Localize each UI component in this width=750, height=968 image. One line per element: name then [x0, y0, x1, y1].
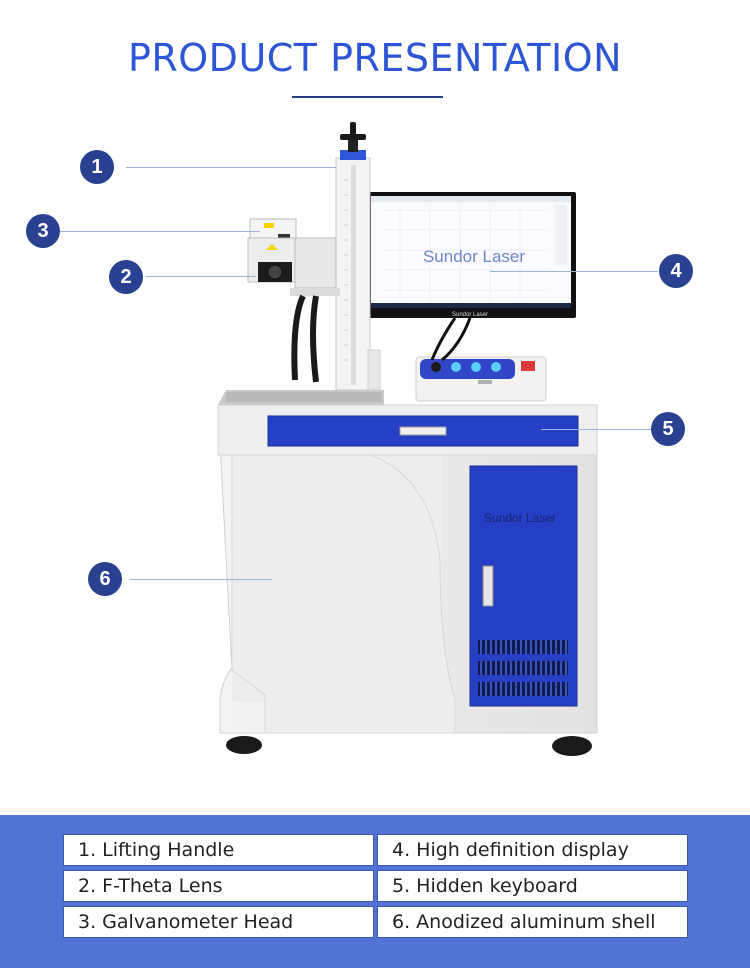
- title-underline: [292, 96, 443, 98]
- lifting-handle: [340, 134, 366, 140]
- leader-line-2: [146, 276, 256, 277]
- display-screen: [371, 196, 571, 308]
- legend-footer: 1. Lifting Handle 2. F-Theta Lens 3. Gal…: [0, 815, 750, 968]
- legend-item-shell: 6. Anodized aluminum shell: [377, 906, 688, 938]
- handle-stem: [348, 136, 358, 152]
- drawer-handle: [399, 426, 447, 436]
- legend-item-keyboard: 5. Hidden keyboard: [377, 870, 688, 902]
- leader-line-3: [60, 231, 260, 232]
- legend-item-f-theta-lens: 2. F-Theta Lens: [63, 870, 374, 902]
- screen-brand-text: Sundor Laser: [423, 247, 525, 266]
- legend-item-display: 4. High definition display: [377, 834, 688, 866]
- leader-line-5: [541, 429, 653, 430]
- leader-line-1: [126, 167, 336, 168]
- callout-6: 6: [88, 562, 122, 596]
- callout-5: 5: [651, 412, 685, 446]
- f-theta-lens: [267, 264, 283, 280]
- leader-line-4: [490, 271, 658, 272]
- callout-1: 1: [80, 150, 114, 184]
- callout-3: 3: [26, 214, 60, 248]
- fiber-cable: [291, 294, 306, 381]
- door-lock: [482, 565, 494, 607]
- leader-line-6: [130, 579, 272, 580]
- bezel-brand-text: Sundor Laser: [452, 312, 488, 318]
- cabinet-door-label: Sundor Laser: [484, 511, 556, 525]
- right-foot: [552, 736, 592, 756]
- legend-item-galvanometer-head: 3. Galvanometer Head: [63, 906, 374, 938]
- callout-2: 2: [109, 260, 143, 294]
- left-foot: [226, 736, 262, 754]
- laser-marking-machine-illustration: Sundor Laser Sundor Laser Sundor Laser: [217, 122, 598, 756]
- callout-4: 4: [659, 254, 693, 288]
- legend-item-lifting-handle: 1. Lifting Handle: [63, 834, 374, 866]
- page-title: PRODUCT PRESENTATION: [127, 36, 623, 80]
